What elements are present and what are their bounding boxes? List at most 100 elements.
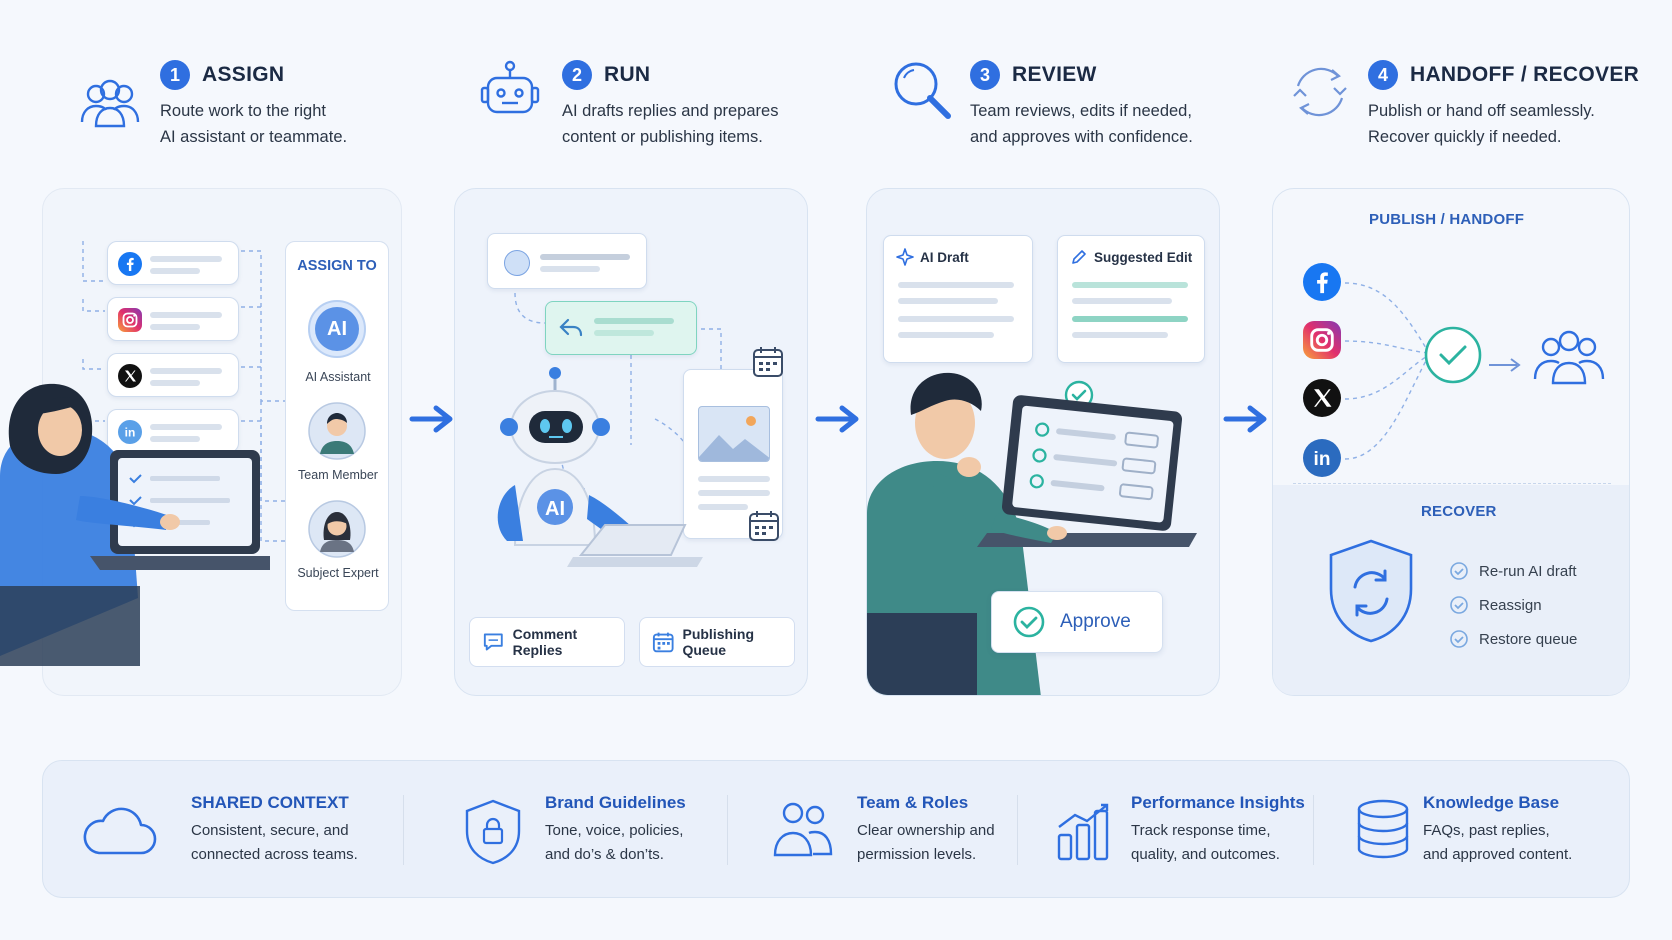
footer-desc: Clear ownership and permission levels. bbox=[857, 822, 995, 863]
calendar-icon bbox=[753, 347, 783, 377]
instagram-message-card[interactable] bbox=[107, 297, 239, 341]
recover-item-label: Reassign bbox=[1479, 596, 1542, 614]
assign-to-column: ASSIGN TO AI AI Assistant Team Member Su… bbox=[285, 241, 389, 611]
step-title: RUN bbox=[604, 63, 651, 86]
footer-title: Brand Guidelines bbox=[545, 793, 686, 812]
step-run-header: 2 RUN AI drafts replies and prepares con… bbox=[474, 56, 854, 156]
approve-label: Approve bbox=[1060, 611, 1131, 632]
image-placeholder-icon bbox=[698, 406, 770, 462]
flow-arrow-icon bbox=[409, 405, 453, 433]
step-handoff-header: 4 HANDOFF / RECOVER Publish or hand off … bbox=[1284, 56, 1664, 156]
ai-reply-bubble-card[interactable] bbox=[545, 301, 697, 355]
footer-item-brand-guidelines: Brand Guidelines Tone, voice, policies, … bbox=[453, 761, 753, 899]
cloud-icon bbox=[83, 807, 157, 855]
svg-text:in: in bbox=[125, 426, 136, 440]
step-number-badge: 2 bbox=[562, 60, 592, 90]
check-circle-icon bbox=[1450, 630, 1468, 648]
facebook-message-card[interactable] bbox=[107, 241, 239, 285]
footer-title: Knowledge Base bbox=[1423, 793, 1560, 812]
shield-lock-icon bbox=[465, 799, 521, 865]
approved-check-icon bbox=[1424, 326, 1482, 384]
suggested-edit-card[interactable]: Suggested Edit bbox=[1057, 235, 1205, 363]
recover-item-rerun[interactable]: Re-run AI draft bbox=[1449, 561, 1577, 581]
recover-item-label: Restore queue bbox=[1479, 630, 1578, 648]
footer-desc: FAQs, past replies, and approved content… bbox=[1423, 822, 1573, 863]
target-label: Subject Expert bbox=[297, 566, 379, 580]
robot-icon bbox=[480, 60, 540, 114]
robot-ai-badge: AI bbox=[545, 497, 565, 520]
footer-item-performance: Performance Insights Track response time… bbox=[1049, 761, 1349, 899]
team-icon bbox=[80, 79, 140, 128]
facebook-icon bbox=[1303, 263, 1341, 301]
check-circle-icon bbox=[1450, 596, 1468, 614]
x-message-card[interactable] bbox=[107, 353, 239, 397]
recover-item-restore[interactable]: Restore queue bbox=[1449, 629, 1577, 649]
team-member-avatar[interactable] bbox=[308, 402, 366, 460]
instagram-icon bbox=[118, 308, 142, 332]
calendar-icon bbox=[749, 511, 779, 541]
recover-item-reassign[interactable]: Reassign bbox=[1449, 595, 1542, 615]
step-title: REVIEW bbox=[1012, 63, 1097, 86]
footer-desc: Consistent, secure, and connected across… bbox=[191, 822, 358, 863]
ai-robot-illustration bbox=[497, 367, 703, 567]
flow-arrow-icon bbox=[1223, 405, 1267, 433]
step-number-badge: 3 bbox=[970, 60, 1000, 90]
shield-sync-icon bbox=[1329, 539, 1413, 643]
database-icon bbox=[1357, 799, 1409, 859]
section-divider bbox=[1293, 483, 1611, 484]
step-description: Team reviews, edits if needed, and appro… bbox=[970, 102, 1193, 146]
subject-expert-avatar[interactable] bbox=[308, 500, 366, 558]
recover-item-label: Re-run AI draft bbox=[1479, 562, 1577, 580]
check-circle-icon bbox=[1013, 606, 1045, 638]
ai-draft-label: AI Draft bbox=[920, 249, 969, 265]
publish-handoff-title: PUBLISH / HANDOFF bbox=[1369, 211, 1525, 228]
footer-title: Performance Insights bbox=[1131, 793, 1305, 812]
suggested-edit-label: Suggested Edit bbox=[1094, 249, 1193, 265]
step-description: Publish or hand off seamlessly. Recover … bbox=[1368, 102, 1595, 146]
step-assign-header: 1 ASSIGN Route work to the right AI assi… bbox=[74, 56, 434, 156]
recover-title: RECOVER bbox=[1421, 503, 1497, 520]
footer-item-team-roles: Team & Roles Clear ownership and permiss… bbox=[763, 761, 1043, 899]
footer-item-knowledge-base: Knowledge Base FAQs, past replies, and a… bbox=[1343, 761, 1629, 899]
ai-assistant-avatar[interactable]: AI bbox=[308, 300, 366, 358]
run-panel: AI Comment Replies Publishing Queue bbox=[454, 188, 808, 696]
publishing-queue-chip[interactable]: Publishing Queue bbox=[639, 617, 795, 667]
footer-divider bbox=[1313, 795, 1314, 865]
step-title: HANDOFF / RECOVER bbox=[1410, 63, 1640, 86]
facebook-icon bbox=[118, 252, 142, 276]
comment-bubble-card[interactable] bbox=[487, 233, 647, 289]
shared-context-footer: SHARED CONTEXT Consistent, secure, and c… bbox=[42, 760, 1630, 898]
assign-to-label: ASSIGN TO bbox=[297, 258, 377, 274]
comment-replies-chip[interactable]: Comment Replies bbox=[469, 617, 625, 667]
linkedin-message-card[interactable]: in bbox=[107, 409, 239, 453]
footer-item-shared-context: SHARED CONTEXT Consistent, secure, and c… bbox=[79, 761, 409, 899]
comment-icon bbox=[483, 633, 503, 651]
step-number-badge: 4 bbox=[1368, 60, 1398, 90]
approve-button[interactable]: Approve bbox=[991, 591, 1163, 653]
footer-desc: Track response time, quality, and outcom… bbox=[1131, 822, 1280, 863]
bar-chart-icon bbox=[1057, 803, 1109, 861]
calendar-icon bbox=[652, 632, 674, 653]
step-number-badge: 1 bbox=[160, 60, 190, 90]
step-review-header: 3 REVIEW Team reviews, edits if needed, … bbox=[886, 56, 1266, 156]
footer-divider bbox=[1017, 795, 1018, 865]
step-title: ASSIGN bbox=[202, 63, 285, 86]
publish-flow-lines bbox=[1344, 282, 1521, 460]
svg-text:in: in bbox=[1314, 449, 1331, 470]
linkedin-icon: in bbox=[118, 420, 142, 444]
footer-title: SHARED CONTEXT bbox=[191, 793, 349, 812]
team-icon bbox=[1533, 330, 1605, 385]
sparkle-icon bbox=[896, 248, 914, 266]
post-preview-card[interactable] bbox=[683, 369, 783, 539]
ai-draft-card[interactable]: AI Draft bbox=[883, 235, 1033, 363]
review-panel: AI Draft Suggested Edit Approve bbox=[866, 188, 1220, 696]
footer-title: Team & Roles bbox=[857, 793, 969, 812]
x-icon bbox=[1303, 379, 1341, 417]
magnifier-icon bbox=[894, 62, 951, 119]
chip-label: Comment Replies bbox=[512, 626, 578, 658]
linkedin-icon: in bbox=[1303, 439, 1341, 477]
cycle-arrows-icon bbox=[1293, 67, 1347, 117]
assign-panel: in ASSIGN TO AI AI Assistant Team Member… bbox=[42, 188, 402, 696]
flow-arrow-icon bbox=[815, 405, 859, 433]
target-label: Team Member bbox=[298, 468, 378, 482]
